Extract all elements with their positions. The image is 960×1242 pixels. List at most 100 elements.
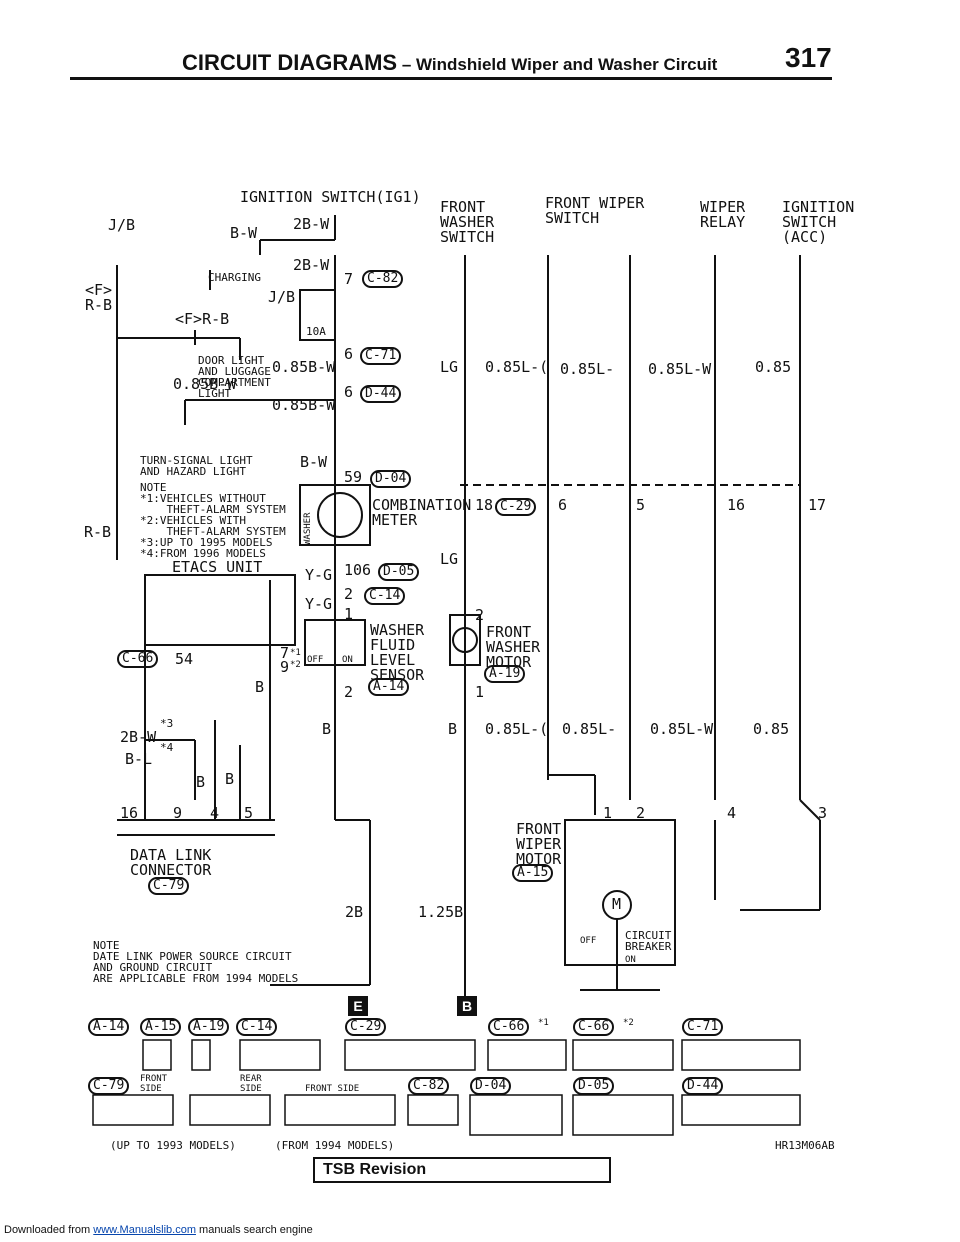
l85-8: 0.85: [753, 720, 790, 738]
c66-tag: C-66: [117, 650, 159, 668]
front-side-label: FRONT SIDE: [140, 1074, 168, 1094]
jb-label: J/B: [108, 216, 136, 234]
l85-7: 0.85L-W: [650, 720, 714, 738]
front-washer-switch-label: FRONT WASHER SWITCH: [440, 198, 495, 246]
front-wiper-motor-label: FRONT WIPER MOTOR: [516, 820, 562, 868]
charging-label: CHARGING: [208, 271, 261, 284]
pin5r-label: 5: [636, 496, 646, 514]
dlc-pin9: 9: [173, 804, 183, 822]
conn-tag-d04: D-04: [470, 1077, 512, 1095]
pin16r-label: 16: [727, 496, 746, 514]
conn-tag-c66-1: C-66: [488, 1018, 530, 1036]
front-washer-motor-label: FRONT WASHER MOTOR: [486, 623, 541, 671]
dlc-pin5: 5: [244, 804, 254, 822]
c29-tag: C-29: [495, 498, 537, 516]
pin9b-label: 9: [280, 658, 290, 676]
washer-fluid-sensor-label: WASHER FLUID LEVEL SENSOR: [370, 621, 425, 684]
a14-tag: A-14: [368, 678, 410, 696]
a15-tag: A-15: [512, 864, 554, 882]
pin7-label: 7: [344, 270, 354, 288]
dlc-label: DATA LINK CONNECTOR: [130, 846, 212, 879]
ground-e-badge: E: [348, 996, 368, 1016]
motor-pin4: 4: [727, 804, 737, 822]
b-r-label: B: [448, 720, 458, 738]
yg1-label: Y-G: [305, 566, 333, 584]
wiper-relay-label: WIPER RELAY: [700, 198, 746, 231]
pin18-label: 18: [475, 496, 494, 514]
b-c-label: B: [322, 720, 332, 738]
ignition-ig1-label: IGNITION SWITCH(IG1): [240, 188, 421, 206]
d04-tag: D-04: [370, 470, 412, 488]
motor-pin3: 3: [818, 804, 828, 822]
star2-center: *2: [290, 660, 301, 670]
motor-m-label: M: [612, 895, 622, 913]
etacs-unit-label: ETACS UNIT: [172, 558, 263, 576]
b-b-label: B: [225, 770, 235, 788]
yg2-label: Y-G: [305, 595, 333, 613]
from-1994-label: (FROM 1994 MODELS): [275, 1139, 395, 1152]
header-title: CIRCUIT DIAGRAMS: [182, 50, 398, 75]
w2b-label-1: 2B-W: [293, 215, 330, 233]
c14-tag: C-14: [364, 587, 406, 605]
l85-3: 0.85L-W: [648, 360, 712, 378]
w2b-bottom-label: 2B: [345, 903, 364, 921]
front-wiper-switch-label: FRONT WIPER SWITCH: [545, 194, 645, 227]
pin2-label: 2: [344, 585, 354, 603]
conn-tag-a15: A-15: [140, 1018, 182, 1036]
conn-tag-c66-2: C-66: [573, 1018, 615, 1036]
header-subtitle: Windshield Wiper and Washer Circuit: [416, 55, 718, 74]
l85-5: 0.85L-(: [485, 720, 549, 738]
conn-tag-c79: C-79: [88, 1077, 130, 1095]
pin7b-label: 7: [280, 644, 290, 662]
pin106-label: 106: [344, 561, 372, 579]
bottom-note: NOTE DATE LINK POWER SOURCE CIRCUIT AND …: [93, 939, 299, 985]
footer-suffix: manuals search engine: [195, 1224, 313, 1236]
front-side2-label: FRONT SIDE: [305, 1084, 360, 1094]
page-number: 317: [785, 42, 832, 73]
a19-tag: A-19: [484, 665, 526, 683]
star1-center: *1: [290, 648, 301, 658]
conn-tag-a19: A-19: [188, 1018, 230, 1036]
motor-pin2: 2: [636, 804, 646, 822]
pin1-label: 1: [344, 605, 354, 623]
rear-side-label: REAR SIDE: [240, 1074, 262, 1094]
l85-2: 0.85L-: [560, 360, 615, 378]
pin2b-label: 2: [344, 683, 354, 701]
b85w-label-2: 0.85B-W: [272, 358, 336, 376]
jb2-label: J/B: [268, 288, 296, 306]
tsb-revision-label: TSB Revision: [323, 1161, 427, 1178]
motor-pin1: 1: [603, 804, 613, 822]
conn-tag-c71: C-71: [682, 1018, 724, 1036]
ground-b-badge: B: [457, 996, 477, 1016]
b125-label: 1.25B: [418, 903, 464, 921]
conn-tag-a14: A-14: [88, 1018, 130, 1036]
off2-label: OFF: [580, 936, 597, 946]
b85w-label-1: 0.85B-W: [173, 375, 237, 393]
pin54-label: 54: [175, 650, 194, 668]
figure-code: HR13M06AB: [775, 1139, 835, 1152]
b-a-label: B: [196, 773, 206, 791]
star4-label: *4: [160, 741, 174, 754]
bw-label: B-W: [300, 453, 328, 471]
footer: Downloaded from www.Manualslib.com manua…: [4, 1224, 313, 1236]
l85-6: 0.85L-: [562, 720, 617, 738]
dlc-pin16: 16: [120, 804, 139, 822]
header-rule: [70, 77, 832, 80]
pin1r-label: 1: [475, 683, 485, 701]
footer-link[interactable]: www.Manualslib.com: [93, 1224, 196, 1236]
header-dash: –: [397, 55, 417, 74]
note-label: NOTE *1:VEHICLES WITHOUT THEFT-ALARM SYS…: [140, 481, 286, 560]
conn-tag-d05: D-05: [573, 1077, 615, 1095]
fuse-10a-label: 10A: [306, 325, 326, 338]
c79-tag: C-79: [148, 877, 190, 895]
door-light-label: DOOR LIGHT AND LUGGAGE COMPARTMENT LIGHT: [198, 354, 271, 400]
pin6r-label: 6: [558, 496, 568, 514]
conn-tag-c29: C-29: [345, 1018, 387, 1036]
w2b-label-2: 2B-W: [120, 728, 157, 746]
conn-tag-d44: D-44: [682, 1077, 724, 1095]
off-label: OFF: [307, 655, 324, 665]
turn-signal-label: TURN-SIGNAL LIGHT AND HAZARD LIGHT: [140, 454, 253, 478]
combination-meter-label: COMBINATION METER: [372, 496, 472, 529]
conn-tag-c82: C-82: [408, 1077, 450, 1095]
conn-sup-1: *1: [538, 1018, 549, 1028]
